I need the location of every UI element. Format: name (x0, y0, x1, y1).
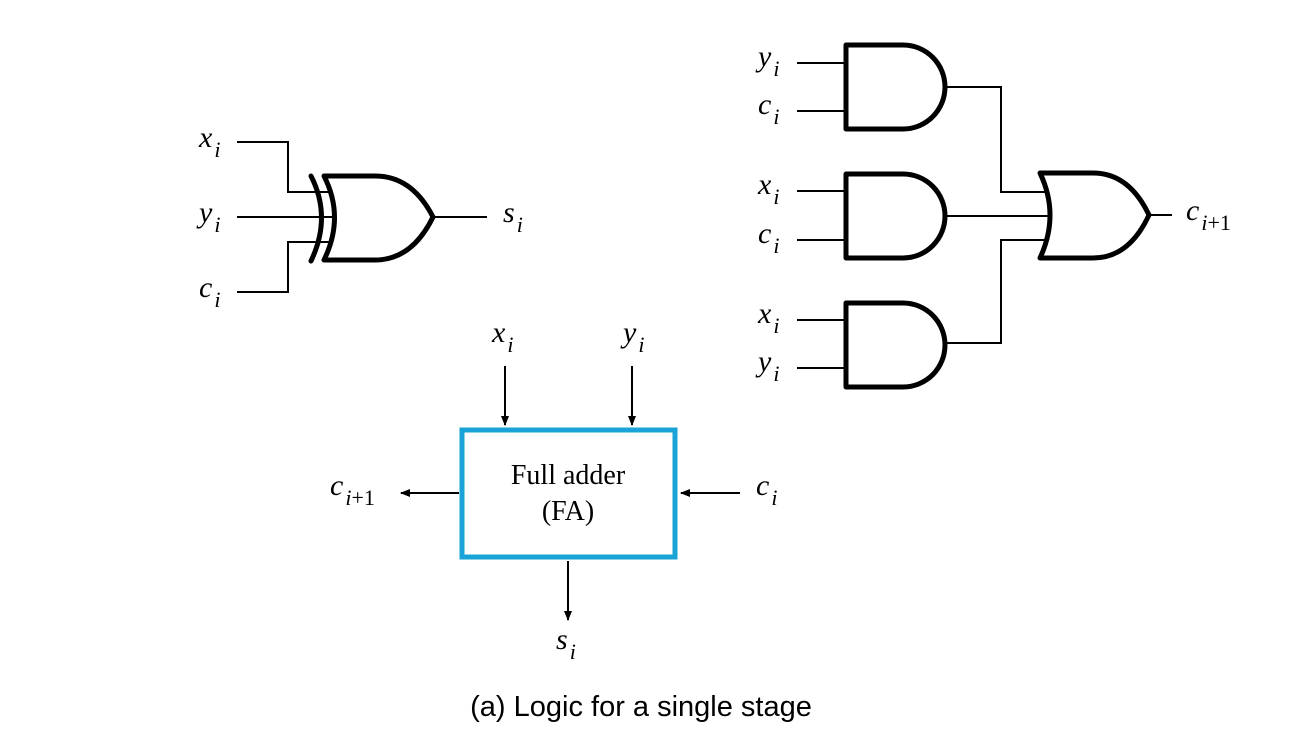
xor-gate (321, 173, 436, 263)
full-adder-block: Full adder (FA) xi yi ci ci+1 si (330, 316, 777, 664)
and-gate-3 (843, 300, 948, 390)
label-fa-y: yi (620, 316, 644, 357)
full-adder-box (459, 427, 678, 560)
wire-and1-or (945, 86, 1050, 193)
full-adder-abbrev: (FA) (542, 496, 594, 527)
carry-logic: yi ci xi ci xi yi ci+1 (755, 40, 1231, 390)
label-and2-c: ci (758, 217, 779, 258)
label-and3-y: yi (755, 345, 779, 386)
sum-logic: xi yi ci si (196, 121, 523, 312)
label-and1-y: yi (755, 40, 779, 81)
label-fa-x: xi (491, 316, 513, 357)
label-xor-s: si (503, 196, 523, 237)
figure-caption: (a) Logic for a single stage (470, 691, 812, 723)
label-xor-c: ci (199, 271, 220, 312)
label-and1-c: ci (758, 88, 779, 129)
xor-input-arc (308, 173, 324, 264)
wire-xor-x (237, 141, 335, 193)
wire-and3-or (945, 239, 1050, 344)
or-gate (1037, 170, 1152, 261)
wire-xor-c (237, 241, 335, 293)
label-and3-x: xi (757, 297, 779, 338)
and-gate-2 (843, 171, 948, 261)
label-xor-x: xi (198, 121, 220, 162)
label-fa-cin: ci (756, 469, 777, 510)
full-adder-title: Full adder (511, 460, 626, 491)
and-gate-1 (843, 42, 948, 132)
label-or-cout: ci+1 (1186, 194, 1231, 235)
label-fa-s: si (556, 623, 576, 664)
label-and2-x: xi (757, 168, 779, 209)
label-xor-y: yi (196, 196, 220, 237)
label-fa-cout: ci+1 (330, 469, 375, 510)
